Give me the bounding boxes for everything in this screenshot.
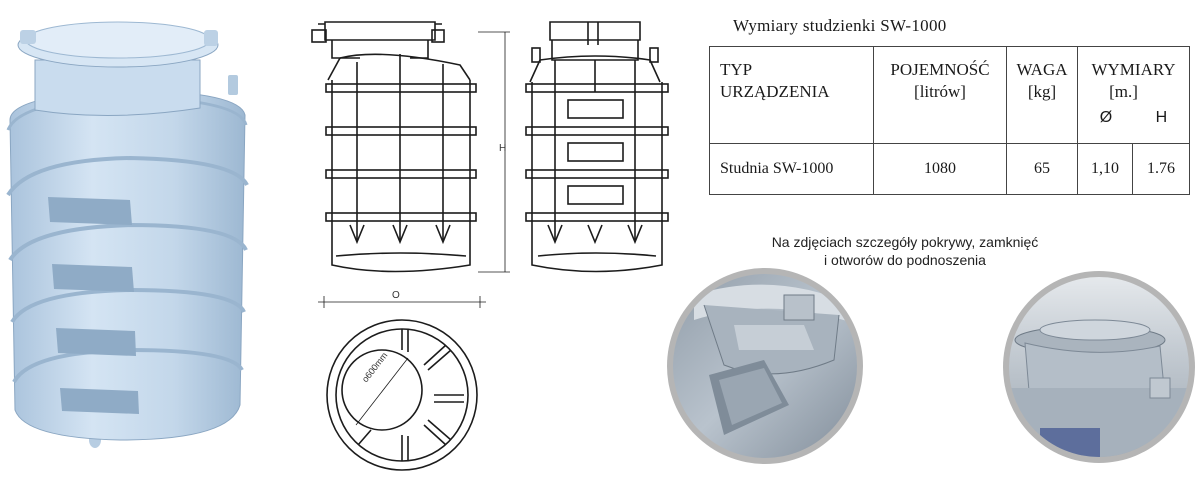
height-dimension-label: H: [499, 143, 507, 154]
header-device-type-line1: TYP: [720, 60, 753, 79]
spec-table-title: Wymiary studzienki SW-1000: [733, 16, 947, 35]
table-header-row: TYP URZĄDZENIA POJEMNOŚĆ [litrów] WAGA […: [709, 46, 1190, 144]
cell-capacity: 1080: [873, 143, 1007, 195]
header-diameter: Ø: [1099, 109, 1113, 126]
front-view-drawing: [525, 21, 669, 273]
header-dimensions: WYMIARY [m.] Ø H: [1077, 46, 1190, 144]
header-weight-line1: WAGA: [1016, 60, 1068, 79]
photo-caption: Na zdjęciach szczegóły pokrywy, zamknięć…: [740, 233, 1070, 269]
header-device-type-line2: URZĄDZENIA: [720, 82, 830, 101]
top-view-drawing: [318, 296, 486, 471]
side-view-drawing: [311, 21, 510, 273]
top-view-dimension-label: O: [392, 290, 400, 301]
header-dimensions-line2: [m.]: [1109, 82, 1138, 101]
header-weight-line2: [kg]: [1027, 82, 1057, 101]
opening-detail-photo: [1003, 271, 1195, 463]
cell-height: 1.76: [1132, 143, 1190, 195]
header-capacity-line1: POJEMNOŚĆ: [890, 60, 990, 79]
cell-device-type: Studnia SW-1000: [709, 143, 874, 195]
header-dimensions-line1: WYMIARY: [1091, 60, 1176, 79]
header-capacity: POJEMNOŚĆ [litrów]: [873, 46, 1007, 144]
header-device-type: TYP URZĄDZENIA: [709, 46, 874, 144]
lid-detail-photo: [667, 268, 863, 464]
table-row: Studnia SW-1000 1080 65 1,10 1.76: [709, 143, 1190, 195]
photo-caption-line2: i otworów do podnoszenia: [824, 252, 986, 268]
tank-photo: [6, 21, 249, 448]
header-height: H: [1155, 109, 1168, 126]
header-dimension-subcols: Ø H: [1078, 109, 1189, 127]
header-capacity-line2: [litrów]: [914, 82, 966, 101]
cell-weight: 65: [1006, 143, 1078, 195]
photo-caption-line1: Na zdjęciach szczegóły pokrywy, zamknięć: [771, 234, 1039, 250]
cell-diameter: 1,10: [1077, 143, 1133, 195]
spec-table: TYP URZĄDZENIA POJEMNOŚĆ [litrów] WAGA […: [709, 46, 1190, 195]
